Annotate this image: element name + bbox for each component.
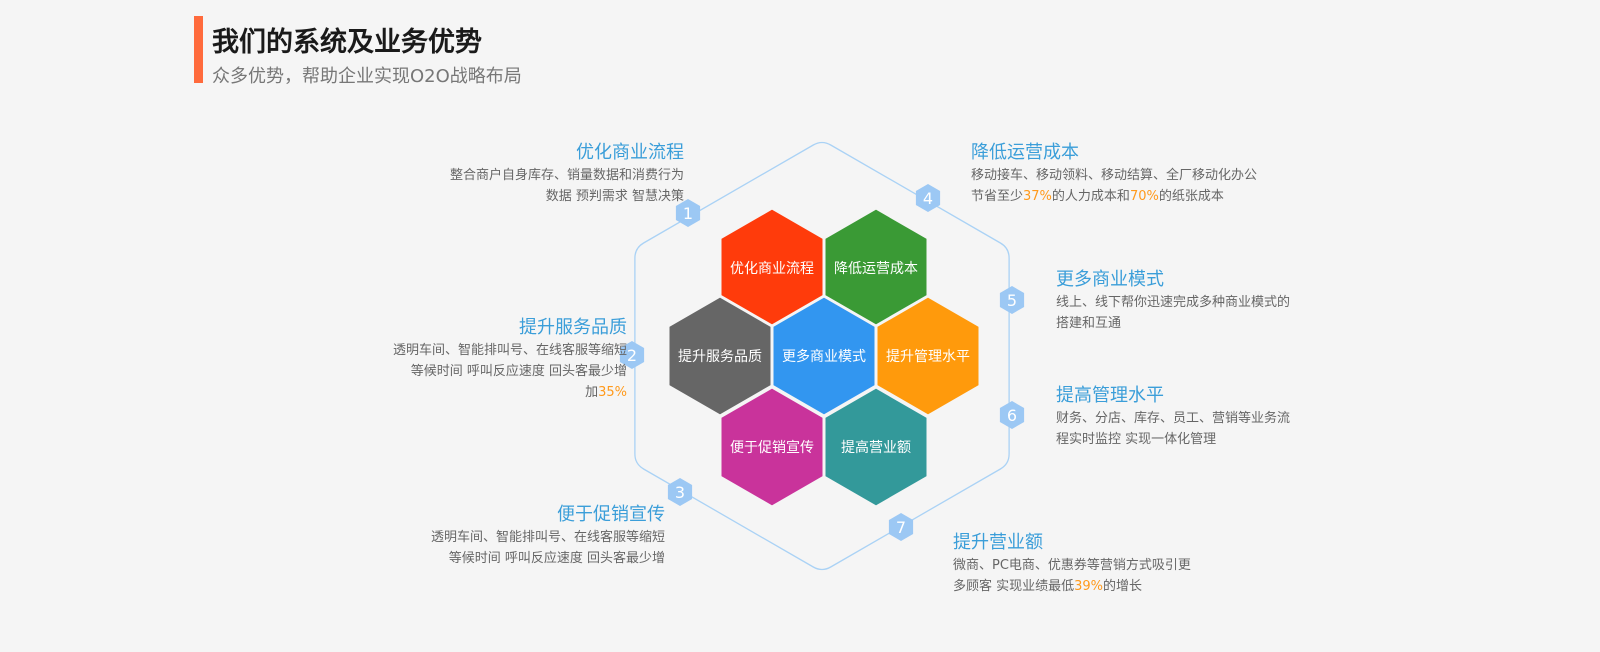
description-text: 节省至少 <box>971 189 1024 204</box>
feature-description: 线上、线下帮你迅速完成多种商业模式的搭建和互通 <box>1056 292 1386 334</box>
feature-4: 降低运营成本 移动接车、移动领料、移动结算、全厂移动化办公节省至少37%的人力成… <box>971 141 1301 207</box>
badge-number: 3 <box>675 483 685 502</box>
badge-5 <box>999 286 1025 314</box>
page-title: 我们的系统及业务优势 <box>212 27 482 58</box>
description-line: 透明车间、智能排叫号、在线客服等缩短 <box>297 340 627 361</box>
description-line: 微商、PC电商、优惠券等营销方式吸引更 <box>953 555 1283 576</box>
description-text: 搭建和互通 <box>1056 316 1122 331</box>
feature-title: 提升营业额 <box>953 532 1043 553</box>
description-line: 多顾客 实现业绩最低39%的增长 <box>953 576 1283 597</box>
description-line: 等候时间 呼叫反应速度 回头客最少增 <box>335 548 665 569</box>
feature-description: 财务、分店、库存、员工、营销等业务流程实时监控 实现一体化管理 <box>1056 408 1386 450</box>
description-line: 搭建和互通 <box>1056 313 1386 334</box>
highlight-percent: 37% <box>1023 189 1052 204</box>
hex-label: 提升服务品质 <box>678 349 762 365</box>
description-text: 财务、分店、库存、员工、营销等业务流 <box>1056 411 1291 426</box>
description-text: 整合商户自身库存、销量数据和消费行为 <box>449 168 684 183</box>
highlight-percent: 70% <box>1129 189 1159 204</box>
description-text: 等候时间 呼叫反应速度 回头客最少增 <box>448 551 665 566</box>
badge-1 <box>675 199 701 227</box>
badge-4 <box>915 184 941 212</box>
feature-description: 透明车间、智能排叫号、在线客服等缩短等候时间 呼叫反应速度 回头客最少增 <box>335 527 665 569</box>
feature-title: 优化商业流程 <box>576 142 684 163</box>
description-text: 的增长 <box>1103 579 1143 594</box>
description-text: 微商、PC电商、优惠券等营销方式吸引更 <box>953 558 1191 573</box>
description-line: 等候时间 呼叫反应速度 回头客最少增 <box>297 361 627 382</box>
feature-3: 便于促销宣传 透明车间、智能排叫号、在线客服等缩短等候时间 呼叫反应速度 回头客… <box>335 503 665 569</box>
feature-1: 优化商业流程 整合商户自身库存、销量数据和消费行为数据 预判需求 智慧决策 <box>354 141 684 207</box>
feature-title: 更多商业模式 <box>1056 269 1164 290</box>
description-text: 透明车间、智能排叫号、在线客服等缩短 <box>430 530 665 545</box>
hex-label: 降低运营成本 <box>834 261 918 277</box>
feature-title: 降低运营成本 <box>971 142 1079 163</box>
description-line: 线上、线下帮你迅速完成多种商业模式的 <box>1056 292 1386 313</box>
badge-number: 5 <box>1007 291 1017 310</box>
hex-label: 更多商业模式 <box>782 348 866 365</box>
badge-7 <box>888 513 914 541</box>
feature-title: 便于促销宣传 <box>557 504 665 525</box>
badge-number: 2 <box>627 346 637 365</box>
accent-bar <box>194 16 203 83</box>
highlight-percent: 39% <box>1074 579 1104 594</box>
feature-description: 整合商户自身库存、销量数据和消费行为数据 预判需求 智慧决策 <box>354 165 684 207</box>
description-text: 等候时间 呼叫反应速度 回头客最少增 <box>410 364 627 379</box>
description-line: 程实时监控 实现一体化管理 <box>1056 429 1386 450</box>
feature-7: 提升营业额 微商、PC电商、优惠券等营销方式吸引更多顾客 实现业绩最低39%的增… <box>953 531 1283 597</box>
badge-number: 4 <box>923 189 933 208</box>
feature-title: 提高管理水平 <box>1056 385 1164 406</box>
description-text: 加 <box>585 385 599 400</box>
hex-label: 提升管理水平 <box>886 349 970 365</box>
feature-description: 微商、PC电商、优惠券等营销方式吸引更多顾客 实现业绩最低39%的增长 <box>953 555 1283 597</box>
description-line: 移动接车、移动领料、移动结算、全厂移动化办公 <box>971 165 1301 186</box>
feature-description: 透明车间、智能排叫号、在线客服等缩短等候时间 呼叫反应速度 回头客最少增加35% <box>297 340 627 403</box>
hex-revenue <box>822 385 930 509</box>
description-text: 多顾客 实现业绩最低 <box>953 579 1075 594</box>
badge-number: 6 <box>1007 406 1017 425</box>
description-text: 的人力成本和 <box>1051 189 1130 204</box>
hex-label: 优化商业流程 <box>730 261 814 277</box>
feature-title: 提升服务品质 <box>519 317 627 338</box>
description-text: 的纸张成本 <box>1158 189 1224 204</box>
description-text: 移动接车、移动领料、移动结算、全厂移动化办公 <box>971 168 1258 183</box>
badge-3 <box>667 478 693 506</box>
feature-description: 移动接车、移动领料、移动结算、全厂移动化办公节省至少37%的人力成本和70%的纸… <box>971 165 1301 207</box>
hex-label: 提高营业额 <box>841 439 911 456</box>
badge-2 <box>619 341 645 369</box>
outline-hexagon <box>634 141 1010 571</box>
description-text: 透明车间、智能排叫号、在线客服等缩短 <box>392 343 627 358</box>
badge-6 <box>999 401 1025 429</box>
description-line: 整合商户自身库存、销量数据和消费行为 <box>354 165 684 186</box>
hex-label: 便于促销宣传 <box>730 440 814 456</box>
highlight-percent: 35% <box>598 385 627 400</box>
badge-number: 1 <box>683 204 693 223</box>
description-line: 节省至少37%的人力成本和70%的纸张成本 <box>971 186 1301 207</box>
description-line: 数据 预判需求 智慧决策 <box>354 186 684 207</box>
page-subtitle: 众多优势，帮助企业实现O2O战略布局 <box>212 66 522 87</box>
feature-2: 提升服务品质 透明车间、智能排叫号、在线客服等缩短等候时间 呼叫反应速度 回头客… <box>297 316 627 403</box>
description-text: 数据 预判需求 智慧决策 <box>545 189 684 204</box>
description-text: 程实时监控 实现一体化管理 <box>1056 432 1217 447</box>
badge-number: 7 <box>896 518 906 537</box>
description-line: 加35% <box>297 382 627 403</box>
feature-6: 提高管理水平 财务、分店、库存、员工、营销等业务流程实时监控 实现一体化管理 <box>1056 384 1386 450</box>
description-text: 线上、线下帮你迅速完成多种商业模式的 <box>1056 295 1291 310</box>
description-line: 透明车间、智能排叫号、在线客服等缩短 <box>335 527 665 548</box>
description-line: 财务、分店、库存、员工、营销等业务流 <box>1056 408 1386 429</box>
feature-5: 更多商业模式 线上、线下帮你迅速完成多种商业模式的搭建和互通 <box>1056 268 1386 334</box>
